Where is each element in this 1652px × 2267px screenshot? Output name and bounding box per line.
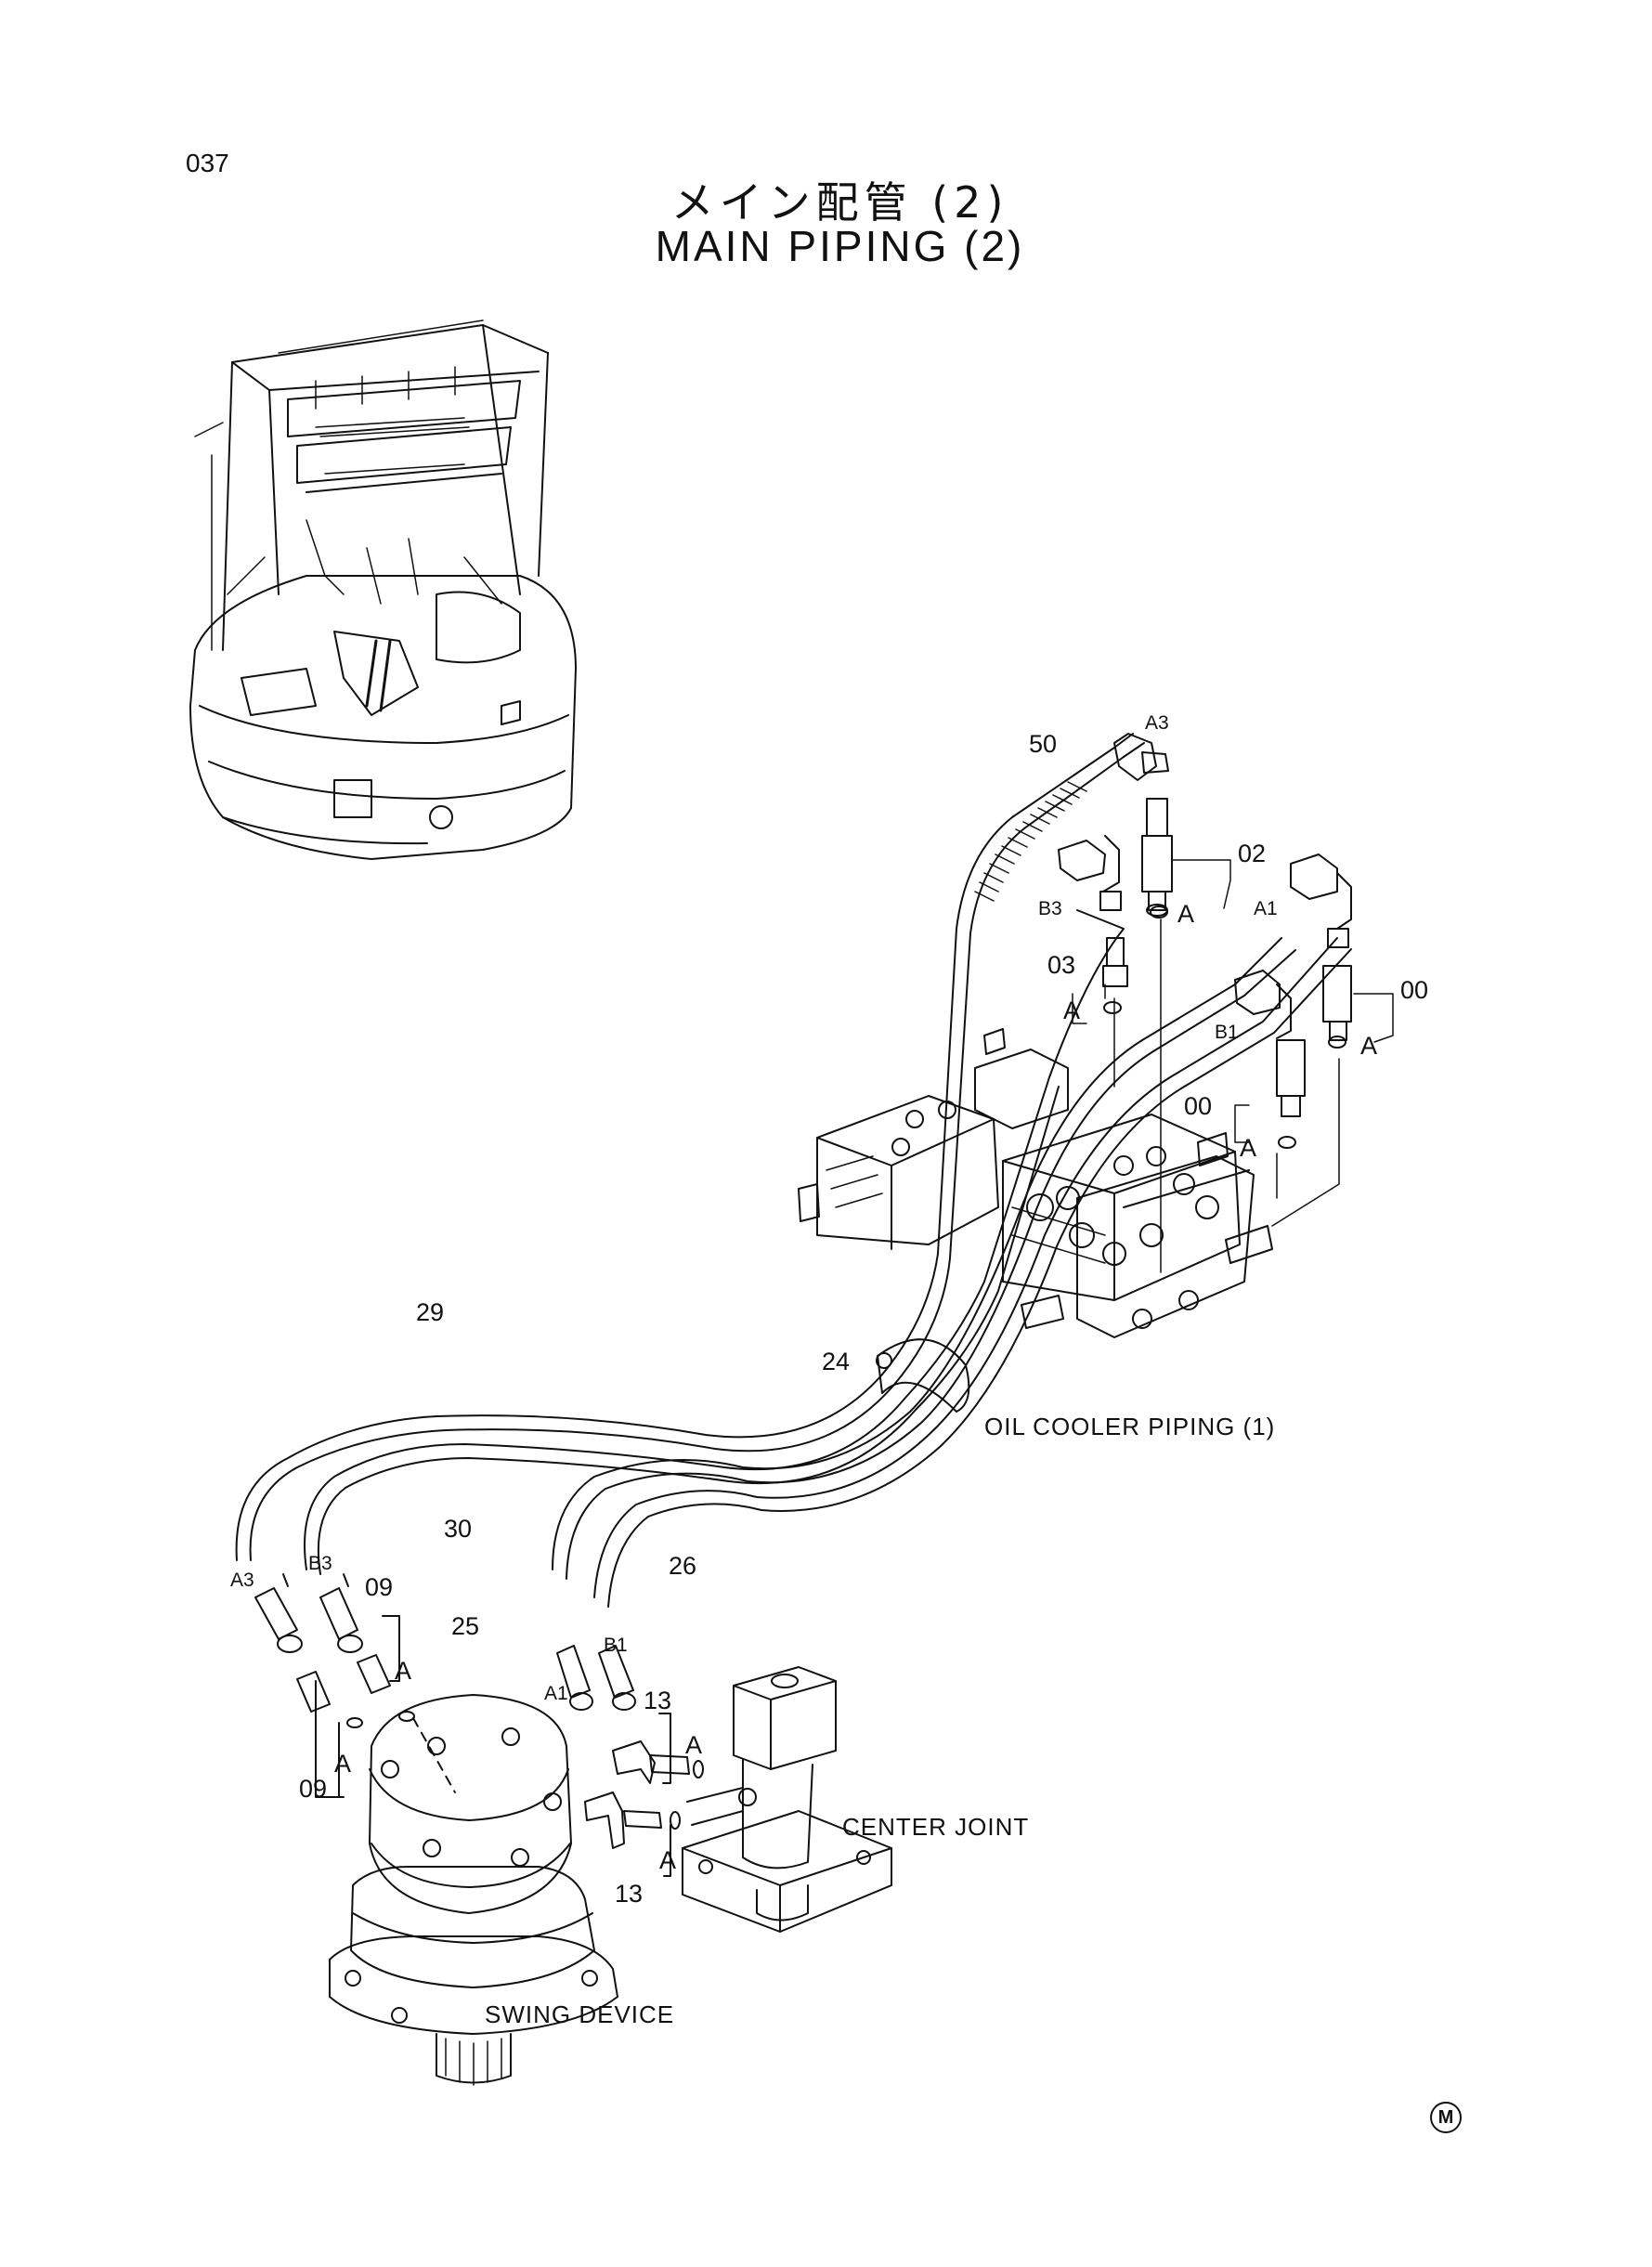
callout-50: 50 [1029, 730, 1057, 758]
spiral-guard [974, 781, 1087, 902]
callout-a3-top: A3 [1145, 712, 1169, 734]
leader-lines [1072, 859, 1394, 1273]
callout-00-mid: 00 [1184, 1092, 1212, 1120]
callout-a-09: A [395, 1657, 411, 1685]
callout-13-bottom: 13 [615, 1880, 643, 1908]
top-fittings [1058, 733, 1352, 1117]
callout-03: 03 [1047, 951, 1075, 979]
callout-a-09b: A [334, 1750, 351, 1778]
left-fittings [254, 1573, 690, 1877]
callout-b1-bottom: B1 [604, 1635, 628, 1656]
callout-00-right: 00 [1400, 976, 1428, 1004]
corner-mark: M [1430, 2102, 1462, 2133]
page-title-en: MAIN PIPING (2) [655, 222, 1025, 270]
page-number: 037 [186, 149, 229, 177]
band-clamp [876, 1338, 970, 1413]
callout-13-top: 13 [644, 1687, 671, 1714]
callout-09-top: 09 [365, 1573, 393, 1601]
center-joint-illustration [682, 1666, 892, 1933]
callout-02: 02 [1238, 840, 1266, 867]
callout-a1-bottom: A1 [544, 1683, 568, 1704]
o-rings [346, 905, 1346, 1830]
callout-30: 30 [444, 1515, 472, 1543]
callout-a-03: A [1063, 997, 1080, 1024]
callout-29: 29 [416, 1298, 444, 1326]
callout-a-mid: A [1240, 1134, 1256, 1162]
callout-25: 25 [451, 1612, 479, 1640]
callout-24: 24 [822, 1348, 850, 1375]
swing-device-label: SWING DEVICE [485, 2000, 674, 2028]
callout-a3-left: A3 [230, 1570, 254, 1591]
callout-a-13b: A [659, 1846, 676, 1874]
callout-a-13: A [685, 1731, 702, 1759]
page-title-jp: メイン配管 (2) [670, 177, 1009, 228]
callout-a-right: A [1360, 1032, 1377, 1060]
hose-bundle [235, 733, 1352, 1608]
callout-a1-top: A1 [1254, 898, 1278, 919]
oil-cooler-piping-label: OIL COOLER PIPING (1) [984, 1413, 1275, 1440]
excavator-overview-illustration [189, 319, 577, 860]
control-valve-assembly [798, 1028, 1273, 1338]
center-joint-label: CENTER JOINT [842, 1813, 1029, 1841]
callout-b3-left: B3 [308, 1553, 332, 1574]
callout-26: 26 [669, 1552, 696, 1580]
callout-09-bottom: 09 [299, 1775, 327, 1803]
swing-device-illustration [329, 1694, 618, 2086]
callout-b1-top: B1 [1215, 1022, 1239, 1043]
callout-a-02: A [1177, 900, 1194, 928]
callout-b3-top: B3 [1038, 898, 1062, 919]
